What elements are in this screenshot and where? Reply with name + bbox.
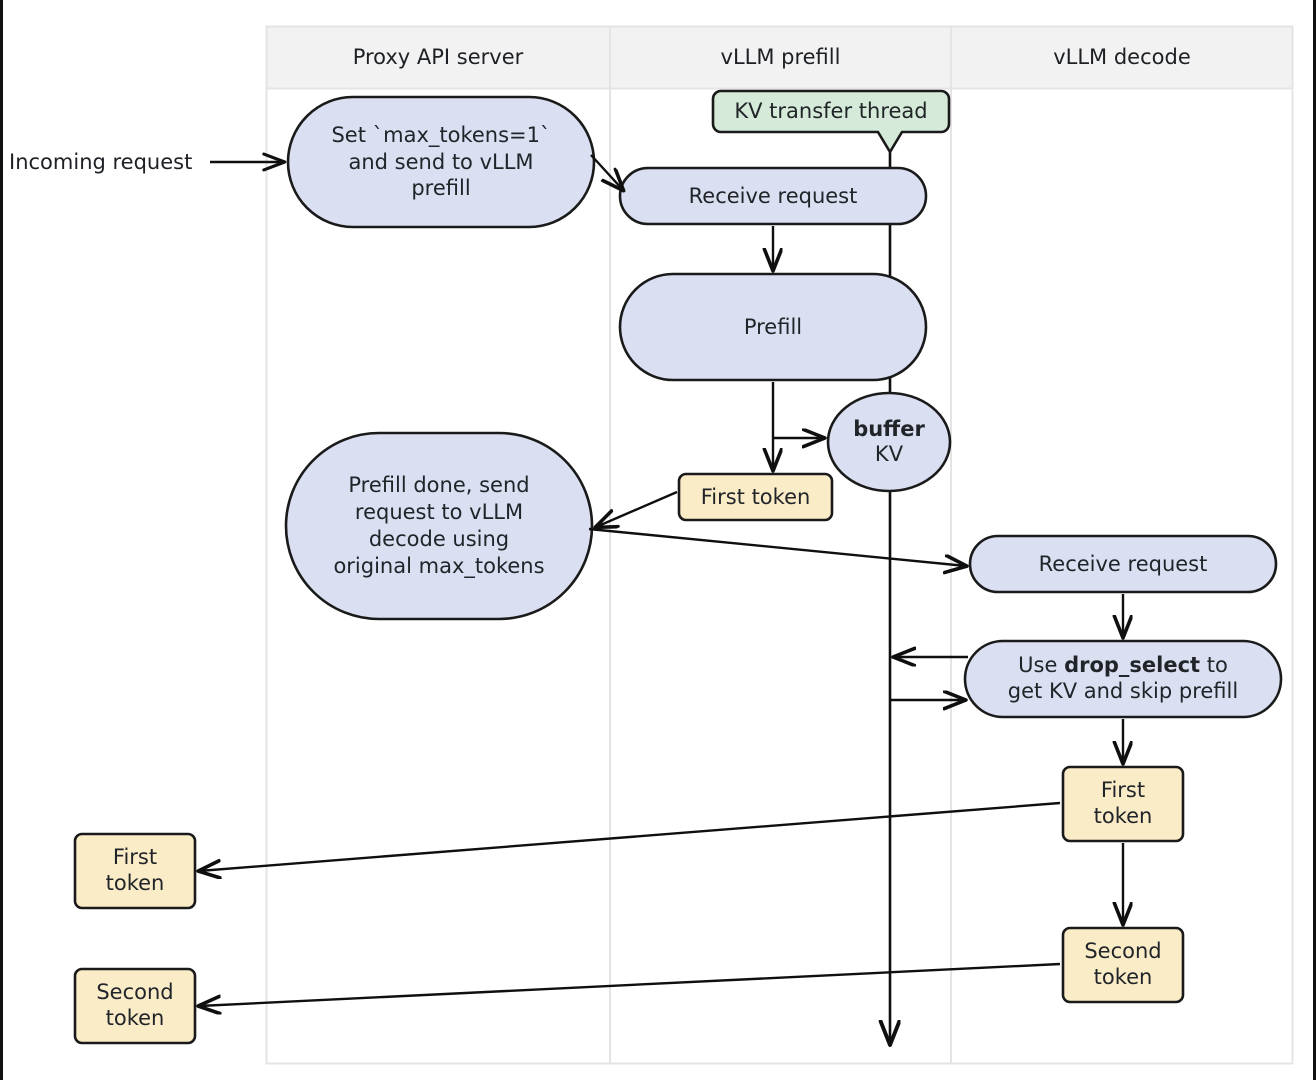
node-decode-second-token[interactable] — [1061, 926, 1185, 1004]
node-drop-select[interactable] — [963, 639, 1283, 719]
node-prefill-run[interactable] — [618, 272, 928, 382]
edge-prefilldone-to-decode-receive — [588, 527, 966, 566]
node-decode-receive-request[interactable] — [968, 534, 1278, 594]
node-prefill-done[interactable] — [284, 431, 594, 621]
node-prefill-first-token[interactable] — [677, 472, 834, 522]
node-prefill-receive-request[interactable] — [618, 166, 928, 226]
diagram-svg — [73, 25, 1294, 1065]
edge-decode-first-to-out — [199, 801, 1061, 871]
edge-firsttoken-to-prefilldone — [596, 490, 678, 527]
lane-header-band — [265, 25, 1294, 90]
diagram-canvas: Proxy API server vLLM prefill vLLM decod… — [3, 0, 1316, 1080]
node-set-max-tokens[interactable] — [286, 95, 596, 229]
edge-set-to-receive — [590, 154, 623, 190]
edge-decode-second-to-out — [199, 962, 1061, 1006]
node-out-first-token[interactable] — [73, 832, 197, 910]
node-decode-first-token[interactable] — [1061, 765, 1185, 843]
node-buffer-kv[interactable] — [826, 391, 952, 493]
node-out-second-token[interactable] — [73, 967, 197, 1045]
node-kv-transfer-thread[interactable] — [711, 89, 951, 154]
